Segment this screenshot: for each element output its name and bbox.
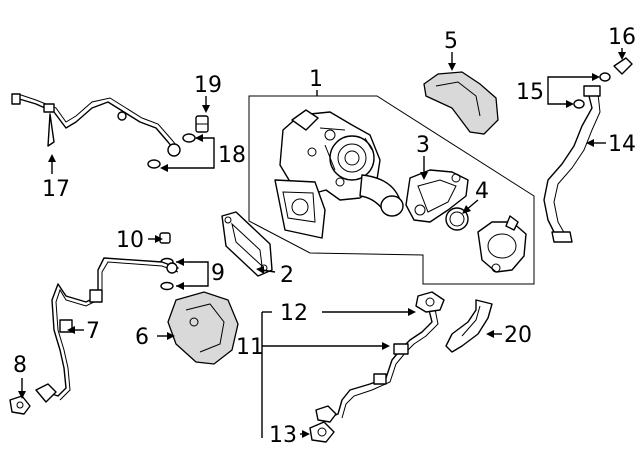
callout-4: 4 — [475, 179, 489, 204]
pump-housing-part — [477, 215, 527, 273]
washer-upper-part — [182, 133, 196, 143]
bolt-10-part — [159, 232, 171, 244]
bracket-8-part — [9, 395, 31, 415]
o-ring-15-lower-part — [573, 99, 585, 109]
o-ring-15-upper-part — [599, 72, 611, 82]
turbocharger-part — [274, 109, 404, 239]
banjo-bolt-part — [195, 115, 209, 133]
coolant-pipe-part — [327, 303, 439, 419]
callout-8: 8 — [13, 353, 27, 378]
callout-6: 6 — [135, 325, 149, 350]
callout-3: 3 — [416, 133, 430, 158]
heat-shield-top-part — [423, 71, 499, 135]
heat-shield-lower-part — [167, 291, 239, 365]
fitting-16-part — [613, 57, 633, 75]
gasket-plate-part — [221, 211, 273, 277]
callout-13: 13 — [269, 423, 297, 448]
gasket-12-part — [415, 291, 445, 313]
callout-20: 20 — [504, 323, 532, 348]
coolant-hose-part — [543, 85, 601, 243]
callout-17: 17 — [42, 177, 70, 202]
washer-lower-part — [147, 159, 161, 169]
callout-7: 7 — [86, 319, 100, 344]
oil-feed-line-part — [11, 93, 181, 157]
oil-return-line-part — [35, 257, 179, 403]
callout-5: 5 — [444, 29, 458, 54]
callout-18: 18 — [218, 143, 246, 168]
callout-9: 9 — [211, 261, 225, 286]
callout-11: 11 — [236, 335, 264, 360]
callout-16: 16 — [608, 25, 636, 50]
callout-15: 15 — [516, 80, 544, 105]
callout-10: 10 — [116, 228, 144, 253]
elbow-housing-part — [405, 169, 469, 223]
gasket-13-part — [309, 421, 335, 443]
callout-14: 14 — [608, 132, 636, 157]
callout-1: 1 — [309, 67, 323, 92]
hose-20-part — [445, 299, 493, 353]
callout-19: 19 — [194, 73, 222, 98]
gasket-13b-part — [315, 405, 337, 423]
turbo-assembly-outline — [248, 95, 535, 285]
washer-9-lower-part — [160, 281, 174, 291]
callout-12: 12 — [280, 301, 308, 326]
callout-2: 2 — [280, 263, 294, 288]
